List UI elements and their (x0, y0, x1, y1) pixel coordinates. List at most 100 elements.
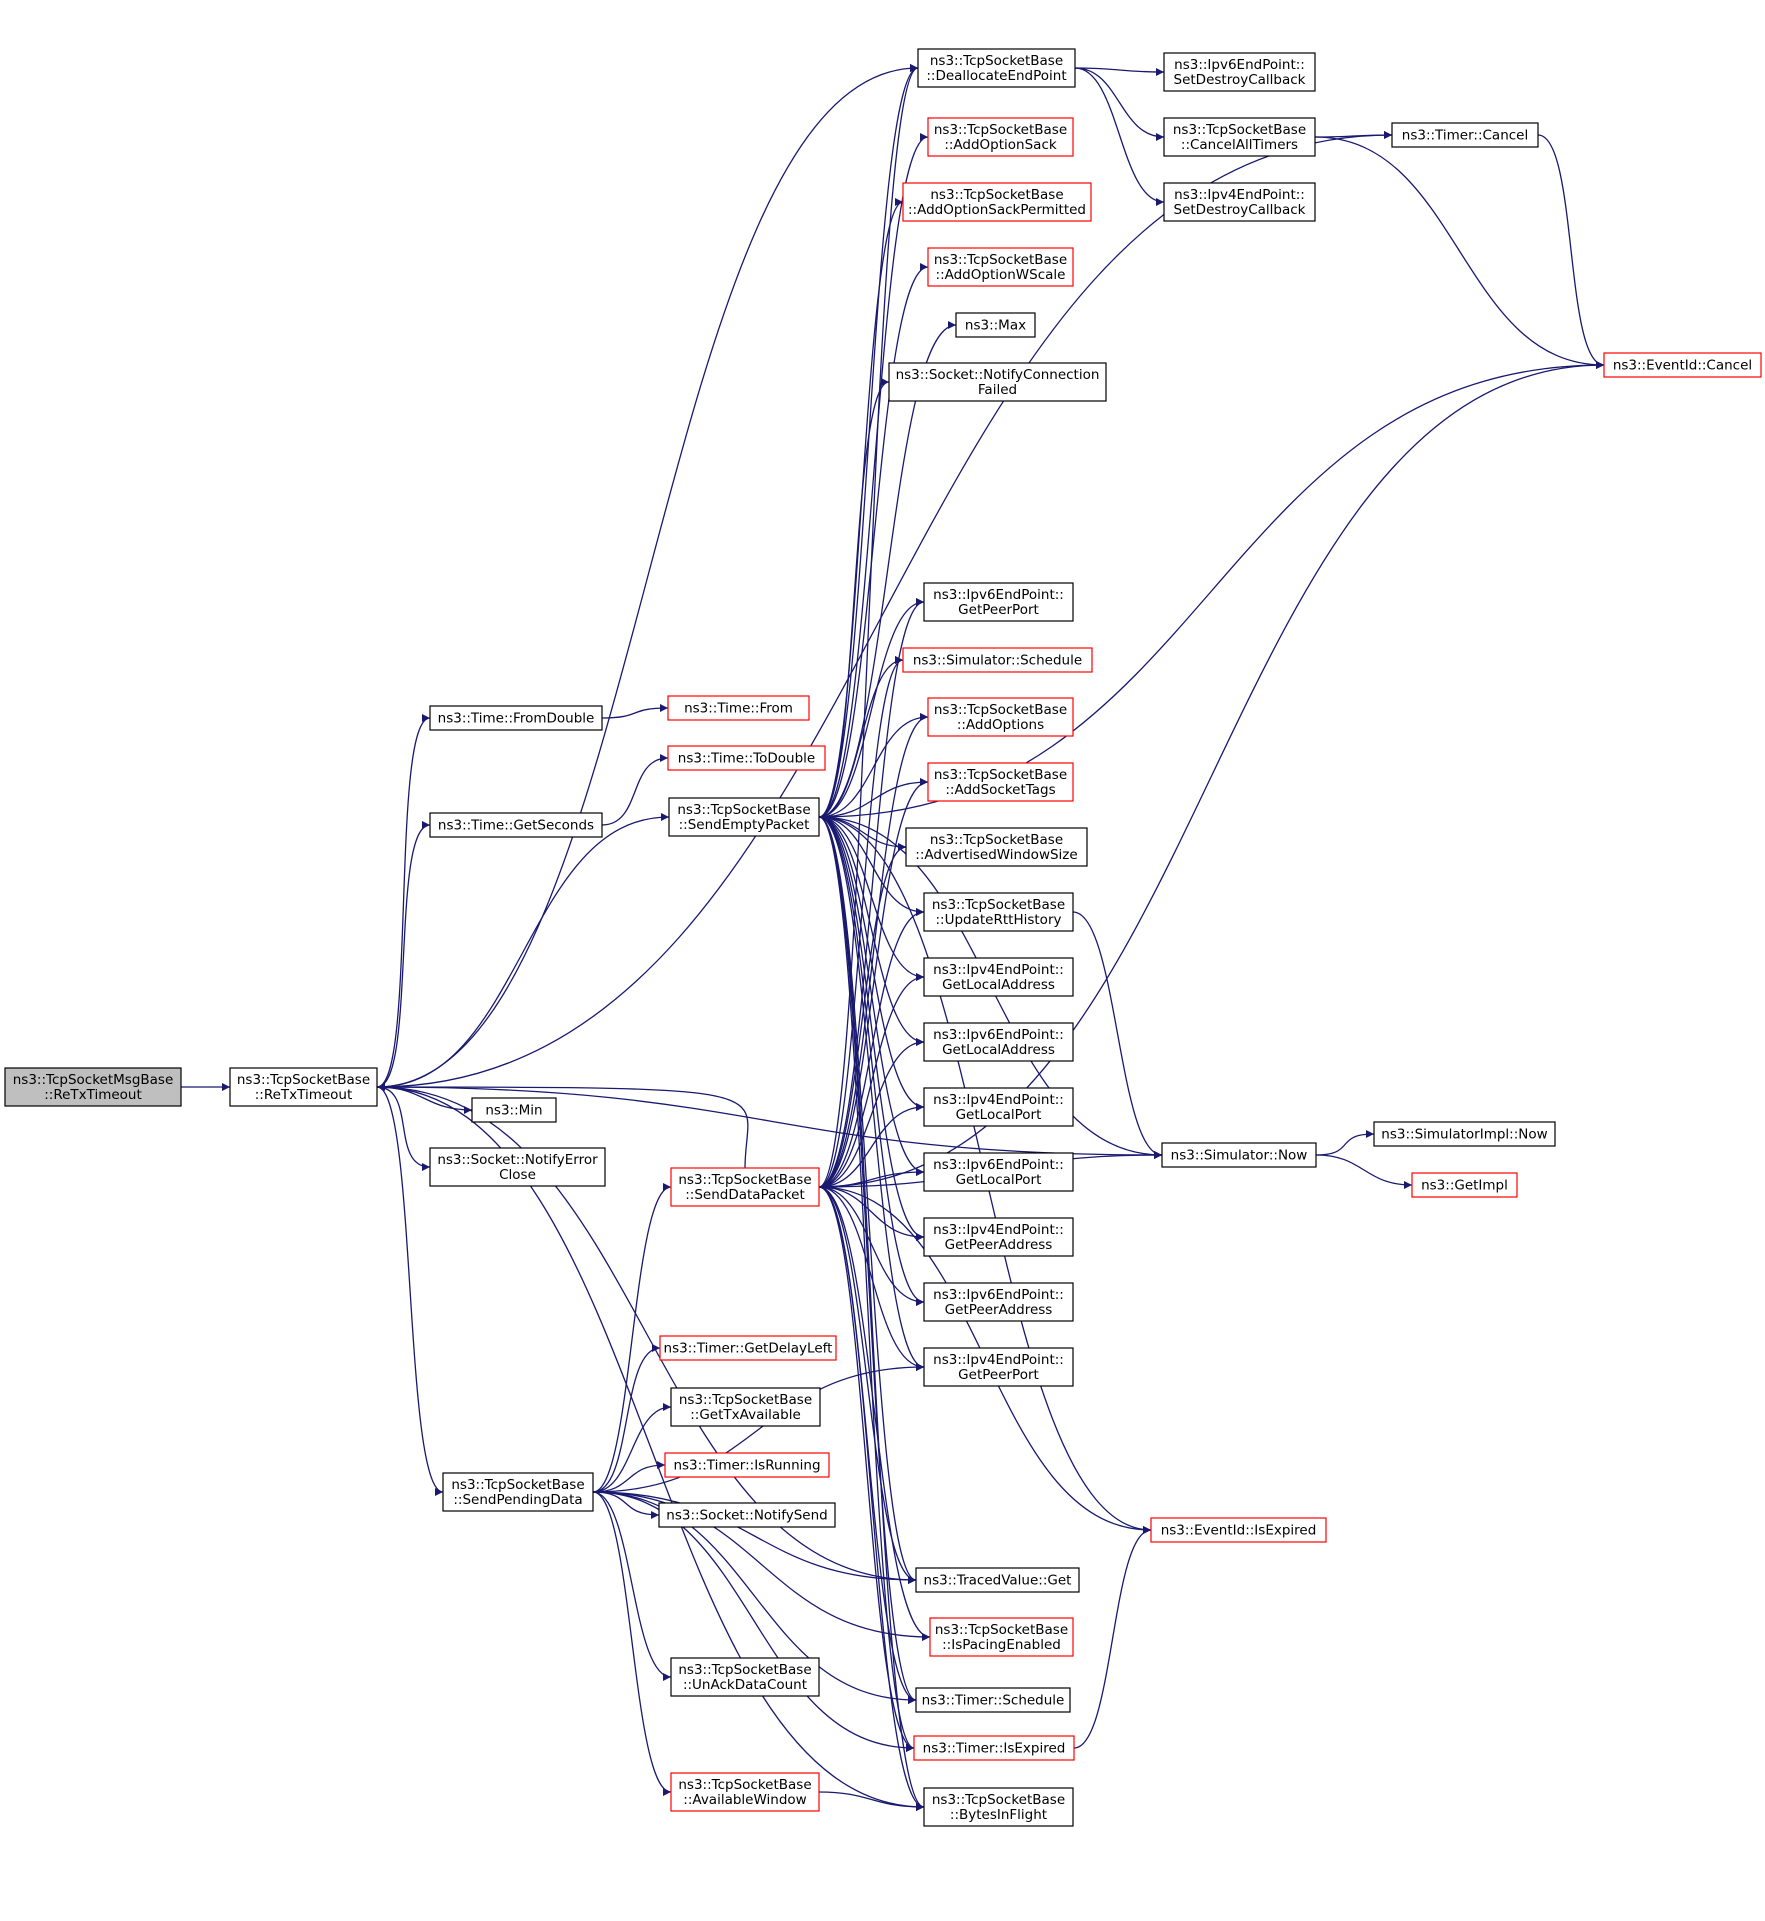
node-label-timerisexpired-line-0: ns3::Timer::IsExpired (923, 1741, 1066, 1757)
node-ipv4localaddr[interactable]: ns3::Ipv4EndPoint::GetLocalAddress (923, 957, 1074, 997)
node-ispacing[interactable]: ns3::TcpSocketBase::IsPacingEnabled (929, 1617, 1074, 1657)
node-box-simschedule (902, 647, 1093, 673)
node-label-addsackperm-line-1: ::AddOptionSackPermitted (908, 202, 1086, 218)
node-label-updatertt-line-0: ns3::TcpSocketBase (932, 897, 1065, 913)
node-box-addsackperm (902, 182, 1092, 222)
node-retx[interactable]: ns3::TcpSocketBase::ReTxTimeout (229, 1067, 378, 1107)
node-updatertt[interactable]: ns3::TcpSocketBase::UpdateRttHistory (923, 892, 1074, 932)
node-unackcount[interactable]: ns3::TcpSocketBase::UnAckDataCount (670, 1657, 820, 1697)
node-eventisexpired[interactable]: ns3::EventId::IsExpired (1150, 1517, 1327, 1543)
node-ipv6peerport[interactable]: ns3::Ipv6EndPoint::GetPeerPort (923, 582, 1074, 622)
node-ipv4peerport[interactable]: ns3::Ipv4EndPoint::GetPeerPort (923, 1347, 1074, 1387)
node-label-ipv4localport-line-1: GetLocalPort (956, 1107, 1042, 1123)
node-label-cancelall-line-0: ns3::TcpSocketBase (1173, 122, 1306, 138)
node-box-addwscale (927, 247, 1074, 287)
edge-sendpending-to-timerschedule (592, 1491, 917, 1704)
node-label-eventisexpired-line-0: ns3::EventId::IsExpired (1161, 1523, 1317, 1539)
node-timerschedule[interactable]: ns3::Timer::Schedule (915, 1687, 1071, 1713)
node-getdelayleft[interactable]: ns3::Timer::GetDelayLeft (659, 1335, 837, 1361)
node-getseconds[interactable]: ns3::Time::GetSeconds (429, 812, 603, 838)
edge-senddata-to-ispacing (818, 1186, 931, 1641)
node-simschedule[interactable]: ns3::Simulator::Schedule (902, 647, 1093, 673)
node-min[interactable]: ns3::Min (471, 1097, 557, 1123)
node-box-ipv6peeraddr (923, 1282, 1074, 1322)
node-sendpending[interactable]: ns3::TcpSocketBase::SendPendingData (442, 1472, 594, 1512)
node-sendempty[interactable]: ns3::TcpSocketBase::SendEmptyPacket (668, 797, 820, 837)
node-box-dealloc (917, 48, 1076, 88)
node-box-eventisexpired (1150, 1517, 1327, 1543)
node-ipv4destroy[interactable]: ns3::Ipv4EndPoint::SetDestroyCallback (1163, 182, 1316, 222)
node-label-addsack-line-0: ns3::TcpSocketBase (934, 122, 1067, 138)
node-label-ipv4localport-line-0: ns3::Ipv4EndPoint:: (933, 1092, 1064, 1108)
node-gettxavail[interactable]: ns3::TcpSocketBase::GetTxAvailable (670, 1387, 821, 1427)
node-label-simschedule-line-0: ns3::Simulator::Schedule (913, 653, 1082, 669)
node-ipv4peeraddr[interactable]: ns3::Ipv4EndPoint::GetPeerAddress (923, 1217, 1074, 1257)
node-label-eventcancel-line-0: ns3::EventId::Cancel (1613, 358, 1752, 374)
node-label-ipv6localport-line-0: ns3::Ipv6EndPoint:: (933, 1157, 1064, 1173)
node-eventcancel[interactable]: ns3::EventId::Cancel (1603, 352, 1762, 378)
node-bytesinflight[interactable]: ns3::TcpSocketBase::BytesInFlight (923, 1787, 1074, 1827)
node-addoptions[interactable]: ns3::TcpSocketBase::AddOptions (927, 697, 1074, 737)
node-dealloc[interactable]: ns3::TcpSocketBase::DeallocateEndPoint (917, 48, 1076, 88)
node-box-notifysend (658, 1502, 836, 1528)
edge-sendpending-to-timerisexpired (592, 1491, 915, 1752)
node-cancelall[interactable]: ns3::TcpSocketBase::CancelAllTimers (1163, 117, 1316, 157)
edge-timercancel-to-eventcancel (1537, 134, 1605, 369)
node-notifysend[interactable]: ns3::Socket::NotifySend (658, 1502, 836, 1528)
node-ipv6destroy[interactable]: ns3::Ipv6EndPoint::SetDestroyCallback (1163, 52, 1316, 92)
node-addsockettags[interactable]: ns3::TcpSocketBase::AddSocketTags (927, 762, 1074, 802)
edge-sendempty-to-updatertt (818, 816, 925, 916)
node-box-timerisexpired (913, 1735, 1075, 1761)
node-label-fromdouble-line-0: ns3::Time::FromDouble (438, 711, 595, 727)
node-box-ipv6localport (923, 1152, 1074, 1192)
node-advwin[interactable]: ns3::TcpSocketBase::AdvertisedWindowSize (905, 827, 1088, 867)
node-box-ipv4peerport (923, 1347, 1074, 1387)
node-label-addwscale-line-0: ns3::TcpSocketBase (934, 252, 1067, 268)
edge-retx-to-sendempty (376, 813, 670, 1088)
node-ipv6peeraddr[interactable]: ns3::Ipv6EndPoint::GetPeerAddress (923, 1282, 1074, 1322)
edge-dealloc-to-cancelall (1074, 67, 1165, 141)
node-implnow[interactable]: ns3::SimulatorImpl::Now (1373, 1121, 1556, 1147)
node-box-bytesinflight (923, 1787, 1074, 1827)
edge-senddata-to-timerisexpired (818, 1186, 915, 1752)
node-availwin[interactable]: ns3::TcpSocketBase::AvailableWindow (670, 1772, 820, 1812)
node-tracedget[interactable]: ns3::TracedValue::Get (915, 1567, 1080, 1593)
node-box-getdelayleft (659, 1335, 837, 1361)
node-label-isrunning-line-0: ns3::Timer::IsRunning (673, 1458, 820, 1474)
node-addwscale[interactable]: ns3::TcpSocketBase::AddOptionWScale (927, 247, 1074, 287)
node-box-ipv4localaddr (923, 957, 1074, 997)
edge-sendpending-to-senddata (592, 1183, 672, 1493)
node-senddata[interactable]: ns3::TcpSocketBase::SendDataPacket (670, 1167, 820, 1207)
node-addsackperm[interactable]: ns3::TcpSocketBase::AddOptionSackPermitt… (902, 182, 1092, 222)
node-ipv6localaddr[interactable]: ns3::Ipv6EndPoint::GetLocalAddress (923, 1022, 1074, 1062)
node-box-root (4, 1067, 182, 1107)
node-box-unackcount (670, 1657, 820, 1697)
node-simnow[interactable]: ns3::Simulator::Now (1161, 1142, 1317, 1168)
node-max[interactable]: ns3::Max (955, 312, 1036, 338)
node-label-sendpending-line-0: ns3::TcpSocketBase (451, 1477, 584, 1493)
node-label-timefrom-line-0: ns3::Time::From (684, 701, 793, 717)
node-label-ipv4localaddr-line-1: GetLocalAddress (942, 977, 1055, 993)
node-addsack[interactable]: ns3::TcpSocketBase::AddOptionSack (927, 117, 1074, 157)
node-ipv4localport[interactable]: ns3::Ipv4EndPoint::GetLocalPort (923, 1087, 1074, 1127)
edge-senddata-to-ipv4localport (818, 1103, 925, 1188)
node-isrunning[interactable]: ns3::Timer::IsRunning (664, 1452, 830, 1478)
node-ipv6localport[interactable]: ns3::Ipv6EndPoint::GetLocalPort (923, 1152, 1074, 1192)
node-todouble[interactable]: ns3::Time::ToDouble (667, 745, 826, 771)
node-label-senddata-line-0: ns3::TcpSocketBase (678, 1172, 811, 1188)
edge-sendpending-to-availwin (592, 1491, 672, 1796)
node-timefrom[interactable]: ns3::Time::From (667, 695, 810, 721)
edge-sendempty-to-timerisexpired (818, 816, 915, 1752)
node-getimpl[interactable]: ns3::GetImpl (1411, 1172, 1518, 1198)
node-box-addsack (927, 117, 1074, 157)
node-timercancel[interactable]: ns3::Timer::Cancel (1391, 122, 1539, 148)
edge-senddata-to-ipv6peerport (818, 598, 925, 1188)
node-box-eventcancel (1603, 352, 1762, 378)
node-fromdouble[interactable]: ns3::Time::FromDouble (429, 705, 603, 731)
node-root[interactable]: ns3::TcpSocketMsgBase::ReTxTimeout (4, 1067, 182, 1107)
node-timerisexpired[interactable]: ns3::Timer::IsExpired (913, 1735, 1075, 1761)
node-label-advwin-line-0: ns3::TcpSocketBase (930, 832, 1063, 848)
edge-retx-to-sendpending (376, 1086, 444, 1496)
